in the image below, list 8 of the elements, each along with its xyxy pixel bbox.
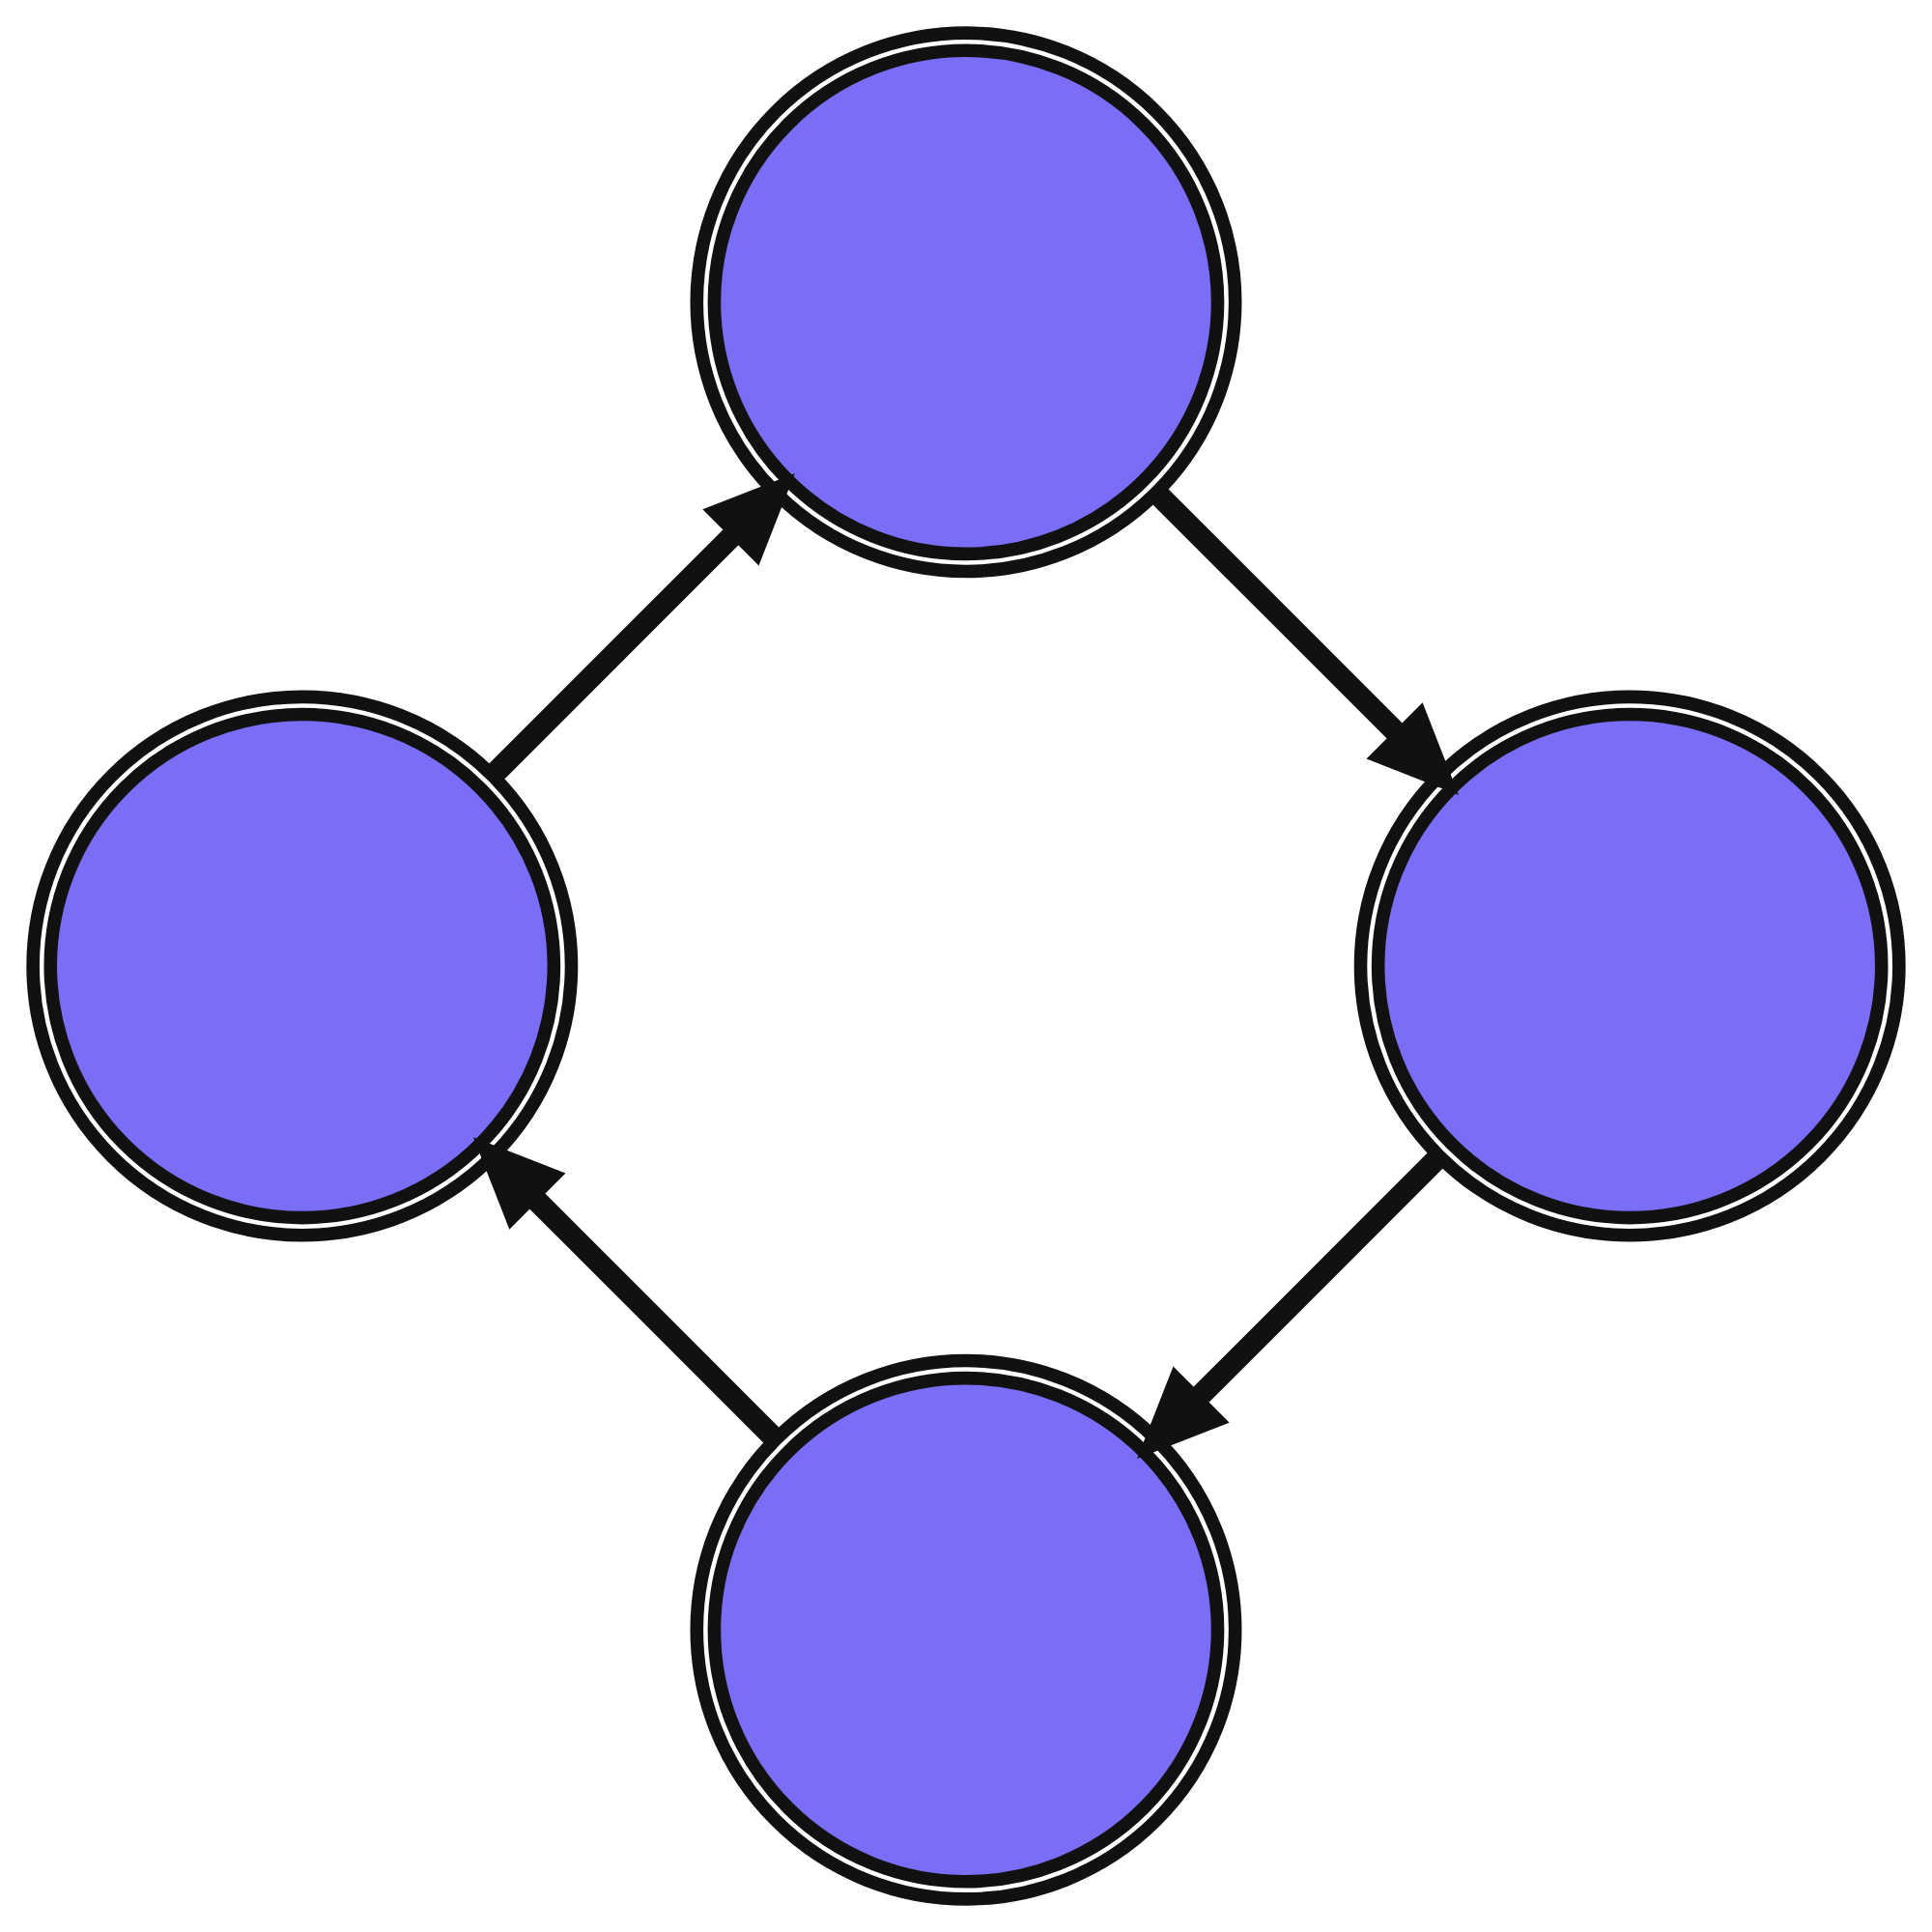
node-gear	[26, 690, 579, 1242]
arrow	[1150, 486, 1459, 795]
arrow	[1137, 1150, 1446, 1460]
node-gear	[690, 26, 1242, 579]
arrow	[472, 1137, 782, 1446]
node-gear	[1353, 690, 1906, 1242]
arrow	[486, 473, 795, 782]
node-gear	[690, 1353, 1242, 1906]
